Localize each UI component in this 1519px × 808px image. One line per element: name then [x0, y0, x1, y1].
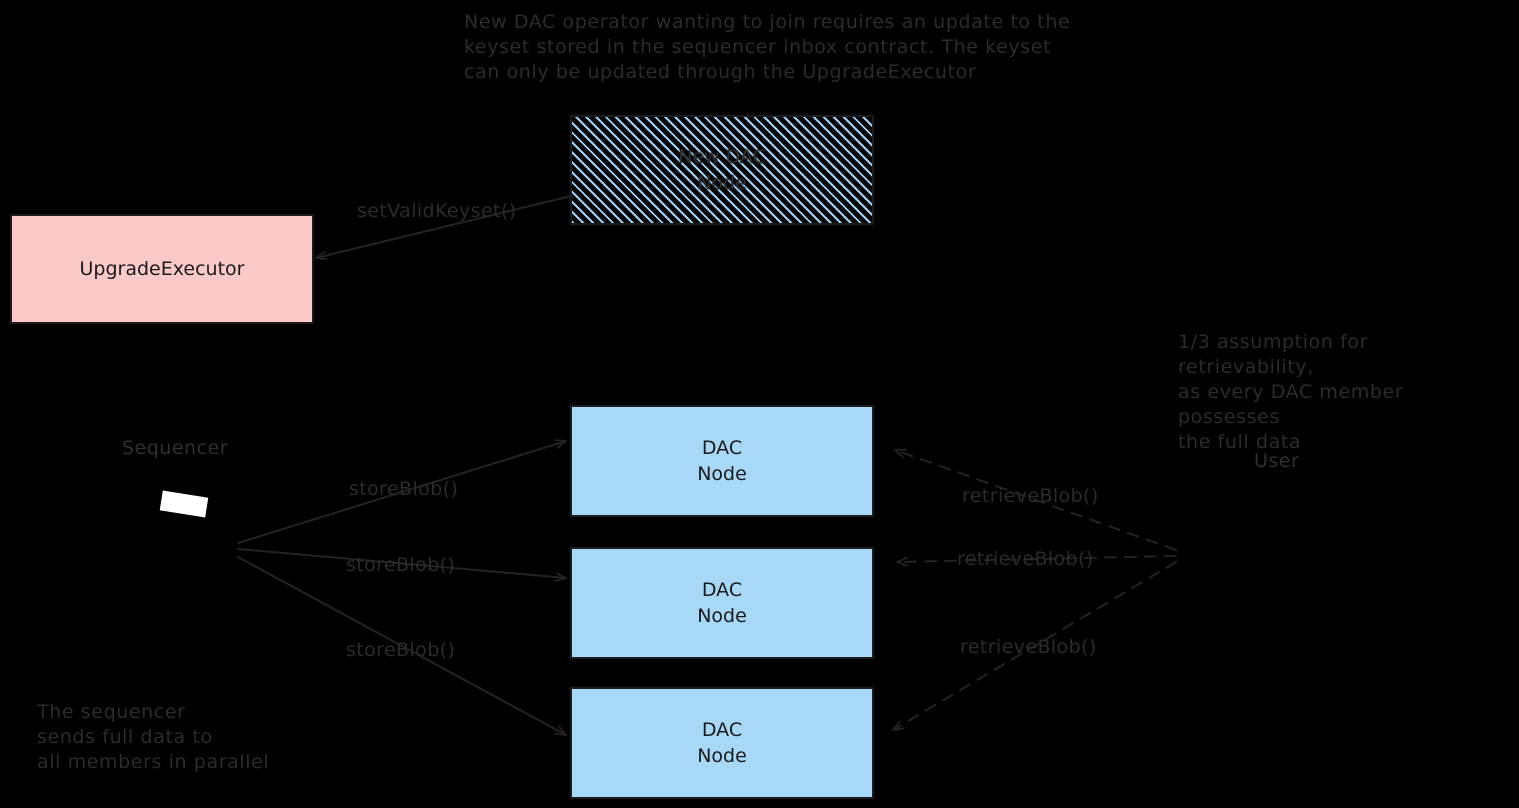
- edge-store-blob-3: [237, 556, 567, 736]
- edge-label-retrieve-blob-1: retrieveBlob(): [962, 485, 1099, 507]
- edge-retrieve-blob-1: [894, 448, 1177, 551]
- node-new-dac-node[interactable]: New DAC Node: [570, 115, 874, 225]
- annotation-top-note: New DAC operator wanting to join require…: [464, 11, 1071, 83]
- node-dac-node-1-label: DAC Node: [697, 437, 747, 485]
- edge-label-set-valid-keyset: setValidKeyset(): [357, 200, 517, 222]
- edge-store-blob-1: [237, 439, 567, 544]
- node-new-dac-node-label: New DAC Node: [678, 146, 766, 194]
- edge-label-retrieve-blob-3: retrieveBlob(): [960, 636, 1097, 658]
- node-dac-node-2[interactable]: DAC Node: [570, 547, 874, 659]
- node-dac-node-1[interactable]: DAC Node: [570, 405, 874, 517]
- node-dac-node-3[interactable]: DAC Node: [570, 687, 874, 799]
- node-dac-node-3-label: DAC Node: [697, 719, 747, 767]
- edge-label-retrieve-blob-2: retrieveBlob(): [957, 548, 1094, 570]
- edge-label-store-blob-3: storeBlob(): [346, 639, 456, 661]
- edge-label-store-blob-2: storeBlob(): [346, 554, 456, 576]
- hatch-pattern: [572, 117, 872, 223]
- edge-set-valid-keyset: [315, 195, 572, 261]
- actor-sequencer-label: Sequencer: [122, 437, 229, 459]
- node-dac-node-2-label: DAC Node: [697, 579, 747, 627]
- node-upgrade-executor-label: UpgradeExecutor: [79, 258, 245, 280]
- annotation-bottom-left-note: The sequencer sends full data to all mem…: [37, 701, 270, 773]
- edge-retrieve-blob-2: [896, 555, 1177, 567]
- node-upgrade-executor[interactable]: UpgradeExecutor: [10, 214, 314, 324]
- edge-label-store-blob-1: storeBlob(): [349, 478, 459, 500]
- edge-retrieve-blob-3: [892, 561, 1177, 731]
- actor-user-label: User: [1254, 450, 1300, 472]
- edge-store-blob-2: [237, 548, 567, 583]
- annotation-right-note: 1/3 assumption for retrievability, as ev…: [1178, 331, 1404, 453]
